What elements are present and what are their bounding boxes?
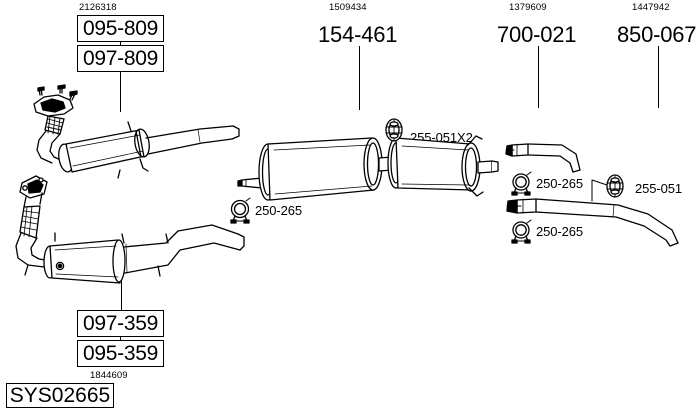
oe-number-centre-silencer: 1509434: [329, 2, 367, 13]
part-graphic-rear-connecting-pipe: [505, 143, 581, 173]
oe-number-rear-pipe: 1379609: [509, 2, 547, 13]
part-graphic-centre-silencer: [237, 135, 499, 201]
leader-line-centre-silencer: [359, 46, 360, 110]
exhaust-gasket-icon-centre: [385, 118, 403, 142]
accessory-label-clamp-centre[interactable]: 250-265: [255, 203, 303, 218]
part-box-095-809[interactable]: 095-809: [77, 15, 164, 42]
part-graphic-cat-converter-lower: [15, 175, 245, 284]
system-code-box[interactable]: SYS02665: [6, 383, 114, 408]
part-box-097-809[interactable]: 097-809: [77, 45, 164, 72]
oe-number-front-group: 2126318: [79, 2, 117, 13]
exhaust-clamp-icon-right-lower: [511, 219, 532, 244]
accessory-label-clamp-right-upper[interactable]: 250-265: [536, 176, 584, 191]
exhaust-clamp-icon-centre: [230, 197, 251, 224]
oe-number-cat-group: 1844609: [90, 370, 128, 381]
part-number-154-461[interactable]: 154-461: [318, 22, 398, 47]
part-box-097-359[interactable]: 097-359: [77, 310, 164, 337]
connector-line-bottom-boxes: [120, 337, 121, 341]
exhaust-clamp-icon-right-upper: [511, 171, 532, 196]
exhaust-gasket-icon-right: [591, 174, 624, 202]
part-graphic-front-pipe-upper: [33, 84, 240, 179]
accessory-label-clamp-right-lower[interactable]: 250-265: [536, 224, 584, 239]
part-number-700-021[interactable]: 700-021: [497, 22, 577, 47]
connector-line-top-boxes: [120, 42, 121, 46]
leader-line-rear-pipe: [538, 46, 539, 108]
leader-line-front-pipe: [120, 72, 121, 112]
accessory-label-gasket-right[interactable]: 255-051: [635, 181, 683, 196]
part-number-850-067[interactable]: 850-067: [617, 22, 697, 47]
leader-line-cat-assembly: [121, 272, 122, 310]
part-graphic-tail-pipe: [506, 198, 679, 247]
leader-line-tail-pipe: [658, 46, 659, 108]
oe-number-tail-pipe: 1447942: [632, 2, 670, 13]
